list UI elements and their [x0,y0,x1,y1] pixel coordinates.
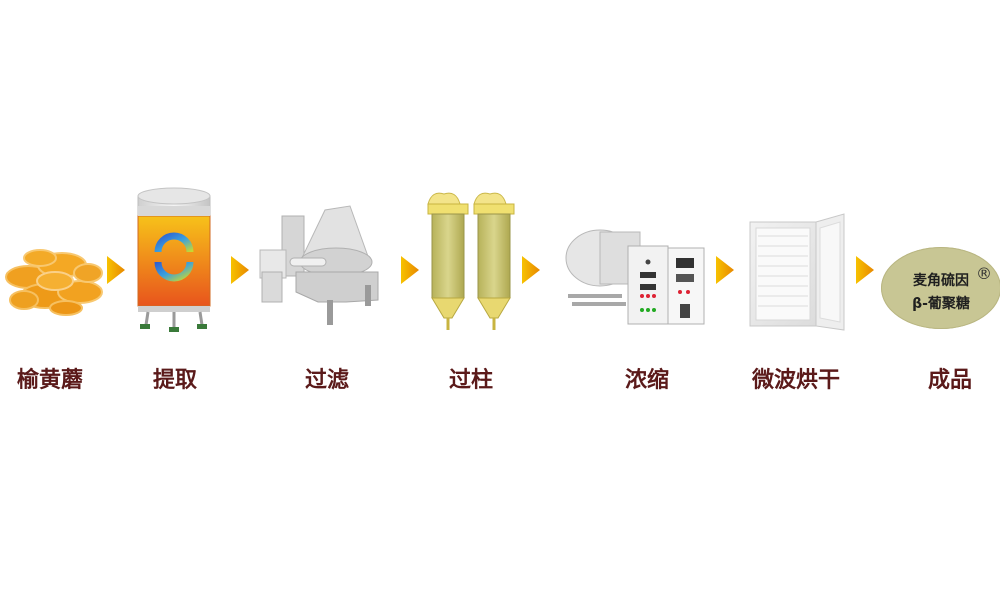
step-label-final-product: 成品 [927,368,972,393]
flow-arrow-2 [231,256,249,284]
mushroom-pile-icon [5,249,103,316]
flow-arrow-3 [401,256,419,284]
extraction-tank-icon [137,187,211,332]
step-label-extraction: 提取 [152,368,197,393]
step-label-microwave-drying: 微波烘干 [751,368,840,393]
product-line-1: 麦角硫因 [913,273,969,289]
step-label-filtration: 过滤 [304,368,349,393]
concentrator-icon [565,229,705,325]
flow-arrow-5 [716,256,734,284]
step-label-column: 过柱 [448,368,493,393]
step-label-concentration: 浓缩 [624,368,669,393]
flow-arrow-1 [107,256,125,284]
registered-mark: ® [976,264,992,283]
product-line-2: β-葡聚糖 [912,296,970,312]
flow-arrow-4 [522,256,540,284]
column-icon [427,192,515,330]
microwave-dryer-icon [749,213,845,331]
final-product-badge: 麦角硫因 β-葡聚糖 [881,247,1000,329]
flow-arrow-6 [856,256,874,284]
filter-machine-icon [259,205,379,325]
step-label-yuhuang-mushroom: 榆黄蘑 [16,368,83,393]
